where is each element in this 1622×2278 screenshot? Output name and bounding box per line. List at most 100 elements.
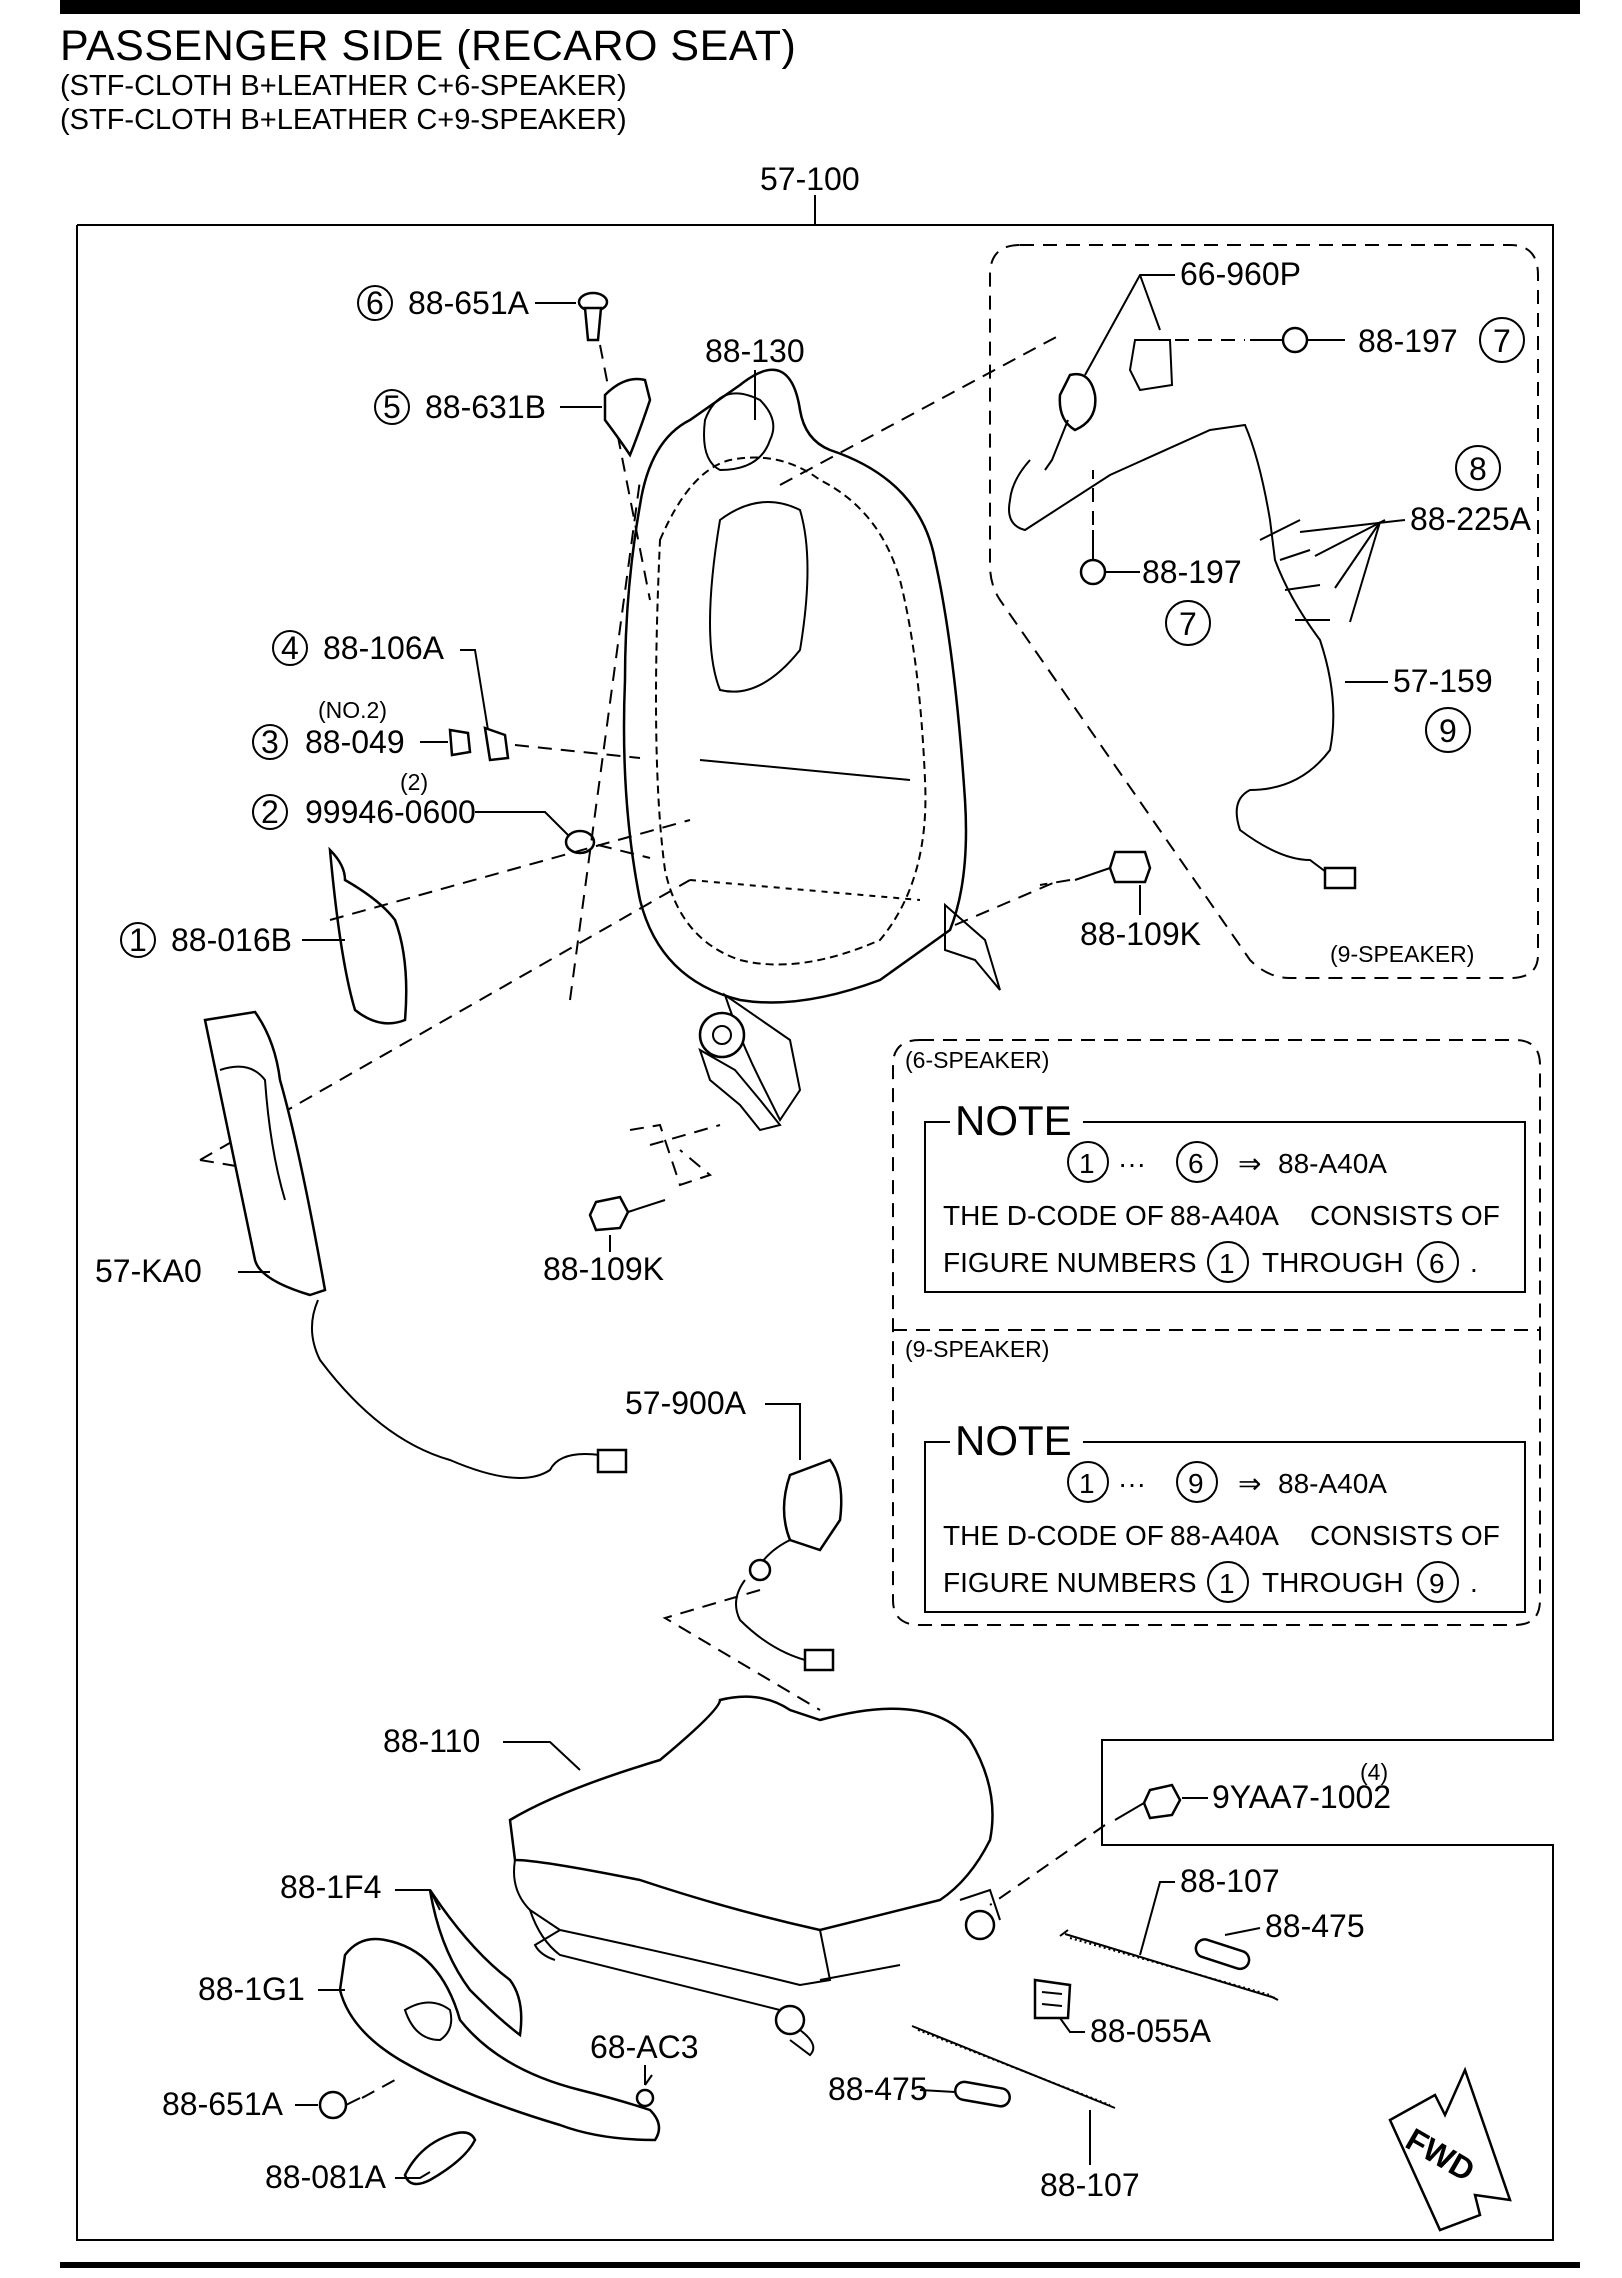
note-line2mid-9: THROUGH	[1262, 1567, 1404, 1598]
seatbelt-buckle-57-900A	[735, 1458, 843, 1672]
bolt-9YAA7-1002	[1114, 1783, 1182, 1821]
clip-88-049	[448, 728, 472, 757]
nut-99946-0600	[564, 829, 596, 855]
note-line2a-9: FIGURE NUMBERS	[943, 1567, 1197, 1598]
figure-number-3	[252, 724, 288, 760]
screw-88-651A-bottom	[318, 2090, 361, 2120]
screw-88-651A-top	[577, 291, 609, 342]
note-line2from-9: 1	[1219, 1568, 1235, 1599]
assembly-frame	[76, 195, 1554, 2241]
side-cover-88-016B	[328, 846, 408, 1025]
note-line2to-9: 9	[1429, 1568, 1445, 1599]
note-line1b-6: CONSISTS OF	[1310, 1200, 1500, 1231]
note-line2mid-6: THROUGH	[1262, 1247, 1404, 1278]
label-88-197-lower: 88-197	[1142, 554, 1242, 590]
note-range-to-6: 6	[1188, 1148, 1204, 1179]
figure-number-4	[272, 630, 308, 666]
label-88-130: 88-130	[705, 333, 805, 369]
page-title: PASSENGER SIDE (RECARO SEAT)	[60, 22, 797, 70]
note-section-label-9: (9-SPEAKER)	[905, 1336, 1049, 1362]
label-88-107-upper: 88-107	[1180, 1863, 1280, 1899]
top-rule	[60, 0, 1580, 14]
note-line2to-6: 6	[1429, 1248, 1445, 1279]
bolt-88-109K-lower	[588, 1195, 666, 1232]
label-57-159: 57-159	[1393, 663, 1493, 699]
label-66-960P: 66-960P	[1180, 256, 1301, 292]
recliner-mechanism	[698, 1011, 782, 1132]
label-88-475-upper: 88-475	[1265, 1908, 1365, 1944]
spring-88-107-lower	[911, 2025, 1116, 2109]
screw-88-197-lower	[1079, 530, 1107, 586]
note-range-from-9: 1	[1079, 1468, 1095, 1499]
note-line1b-9: CONSISTS OF	[1310, 1520, 1500, 1551]
label-57-900A: 57-900A	[625, 1385, 747, 1421]
figure-number-1-text: 1	[129, 922, 147, 958]
nine-speaker-region	[989, 244, 1539, 979]
fwd-arrow-icon: FWD	[1388, 2066, 1512, 2232]
spacer-88-475-upper	[1194, 1938, 1251, 1971]
cover-88-631B	[603, 377, 652, 458]
label-88-225A: 88-225A	[1410, 501, 1532, 537]
handle-88-081A	[403, 2131, 477, 2186]
label-88-651A-bottom: 88-651A	[162, 2086, 284, 2122]
figure-number-2	[252, 794, 288, 830]
note-period-6: .	[1470, 1247, 1478, 1278]
figure-number-1	[120, 922, 156, 958]
note-line1code-9: 88-A40A	[1170, 1520, 1279, 1551]
cover-88-1F4	[428, 1889, 523, 2038]
figure-number-4-text: 4	[281, 630, 299, 666]
label-88-475-lower: 88-475	[828, 2071, 928, 2107]
figure-number-5	[374, 389, 410, 425]
spring-88-107-upper	[1059, 1929, 1279, 2001]
seat-back	[622, 368, 1001, 1122]
label-88-1F4: 88-1F4	[280, 1869, 381, 1905]
assembly-label: 57-100	[760, 161, 860, 197]
note-period-9: .	[1470, 1567, 1478, 1598]
note-heading-9: NOTE	[955, 1417, 1072, 1464]
trim-88-1G1	[338, 1937, 661, 2142]
label-68-AC3: 68-AC3	[590, 2029, 699, 2065]
note-line1code-6: 88-A40A	[1170, 1200, 1279, 1231]
spacer-88-475-lower	[954, 2080, 1011, 2108]
figure-number-7-upper	[1479, 317, 1525, 363]
label-88-055A: 88-055A	[1090, 2013, 1212, 2049]
figure-number-6-text: 6	[366, 285, 384, 321]
figure-number-6	[357, 285, 393, 321]
note-arrow-9: ⇒	[1238, 1468, 1261, 1499]
subtitle-6-speaker: (STF-CLOTH B+LEATHER C+6-SPEAKER)	[60, 70, 627, 102]
note-range-from-6: 1	[1079, 1148, 1095, 1179]
label-qty4: (4)	[1360, 1759, 1388, 1785]
note-line1a-9: THE D-CODE OF	[943, 1520, 1164, 1551]
label-88-016B: 88-016B	[171, 922, 292, 958]
note-line2a-6: FIGURE NUMBERS	[943, 1247, 1197, 1278]
clip-88-106A	[483, 726, 510, 762]
figure-number-9	[1425, 707, 1471, 753]
bottom-rule	[60, 2262, 1580, 2268]
label-88-197-upper: 88-197	[1358, 323, 1458, 359]
label-9YAA7-1002: 9YAA7-1002	[1212, 1779, 1391, 1815]
label-88-106A: 88-106A	[323, 630, 445, 666]
label-88-081A: 88-081A	[265, 2159, 387, 2195]
note-line2from-6: 1	[1219, 1248, 1235, 1279]
note-section-label-6: (6-SPEAKER)	[905, 1047, 1049, 1073]
screw-88-197-upper	[1250, 326, 1309, 354]
nine-speaker-tag: (9-SPEAKER)	[1330, 941, 1474, 967]
note-block-6-speaker: (6-SPEAKER) NOTE 1 ··· 6 ⇒ 88-A40A THE D…	[905, 1047, 1526, 1293]
bolt-88-109K-right	[1074, 850, 1152, 884]
figure-number-3-text: 3	[261, 724, 279, 760]
label-88-109K-lower: 88-109K	[543, 1251, 664, 1287]
label-88-049: 88-049	[305, 724, 405, 760]
note-block-9-speaker: (9-SPEAKER) NOTE 1 ··· 9 ⇒ 88-A40A THE D…	[905, 1336, 1526, 1613]
note-code-9: 88-A40A	[1278, 1468, 1387, 1499]
figure-number-9-text: 9	[1439, 713, 1457, 749]
speaker-harness-group	[1008, 339, 1357, 890]
label-88-107-lower: 88-107	[1040, 2167, 1140, 2203]
label-88-1G1: 88-1G1	[198, 1971, 305, 2007]
label-57-KA0: 57-KA0	[95, 1253, 202, 1289]
label-88-631B: 88-631B	[425, 389, 546, 425]
label-88-651A-top: 88-651A	[408, 285, 530, 321]
figure-number-7-upper-text: 7	[1493, 323, 1511, 359]
label-99946-0600: 99946-0600	[305, 794, 476, 830]
figure-number-7-lower-text: 7	[1179, 606, 1197, 642]
